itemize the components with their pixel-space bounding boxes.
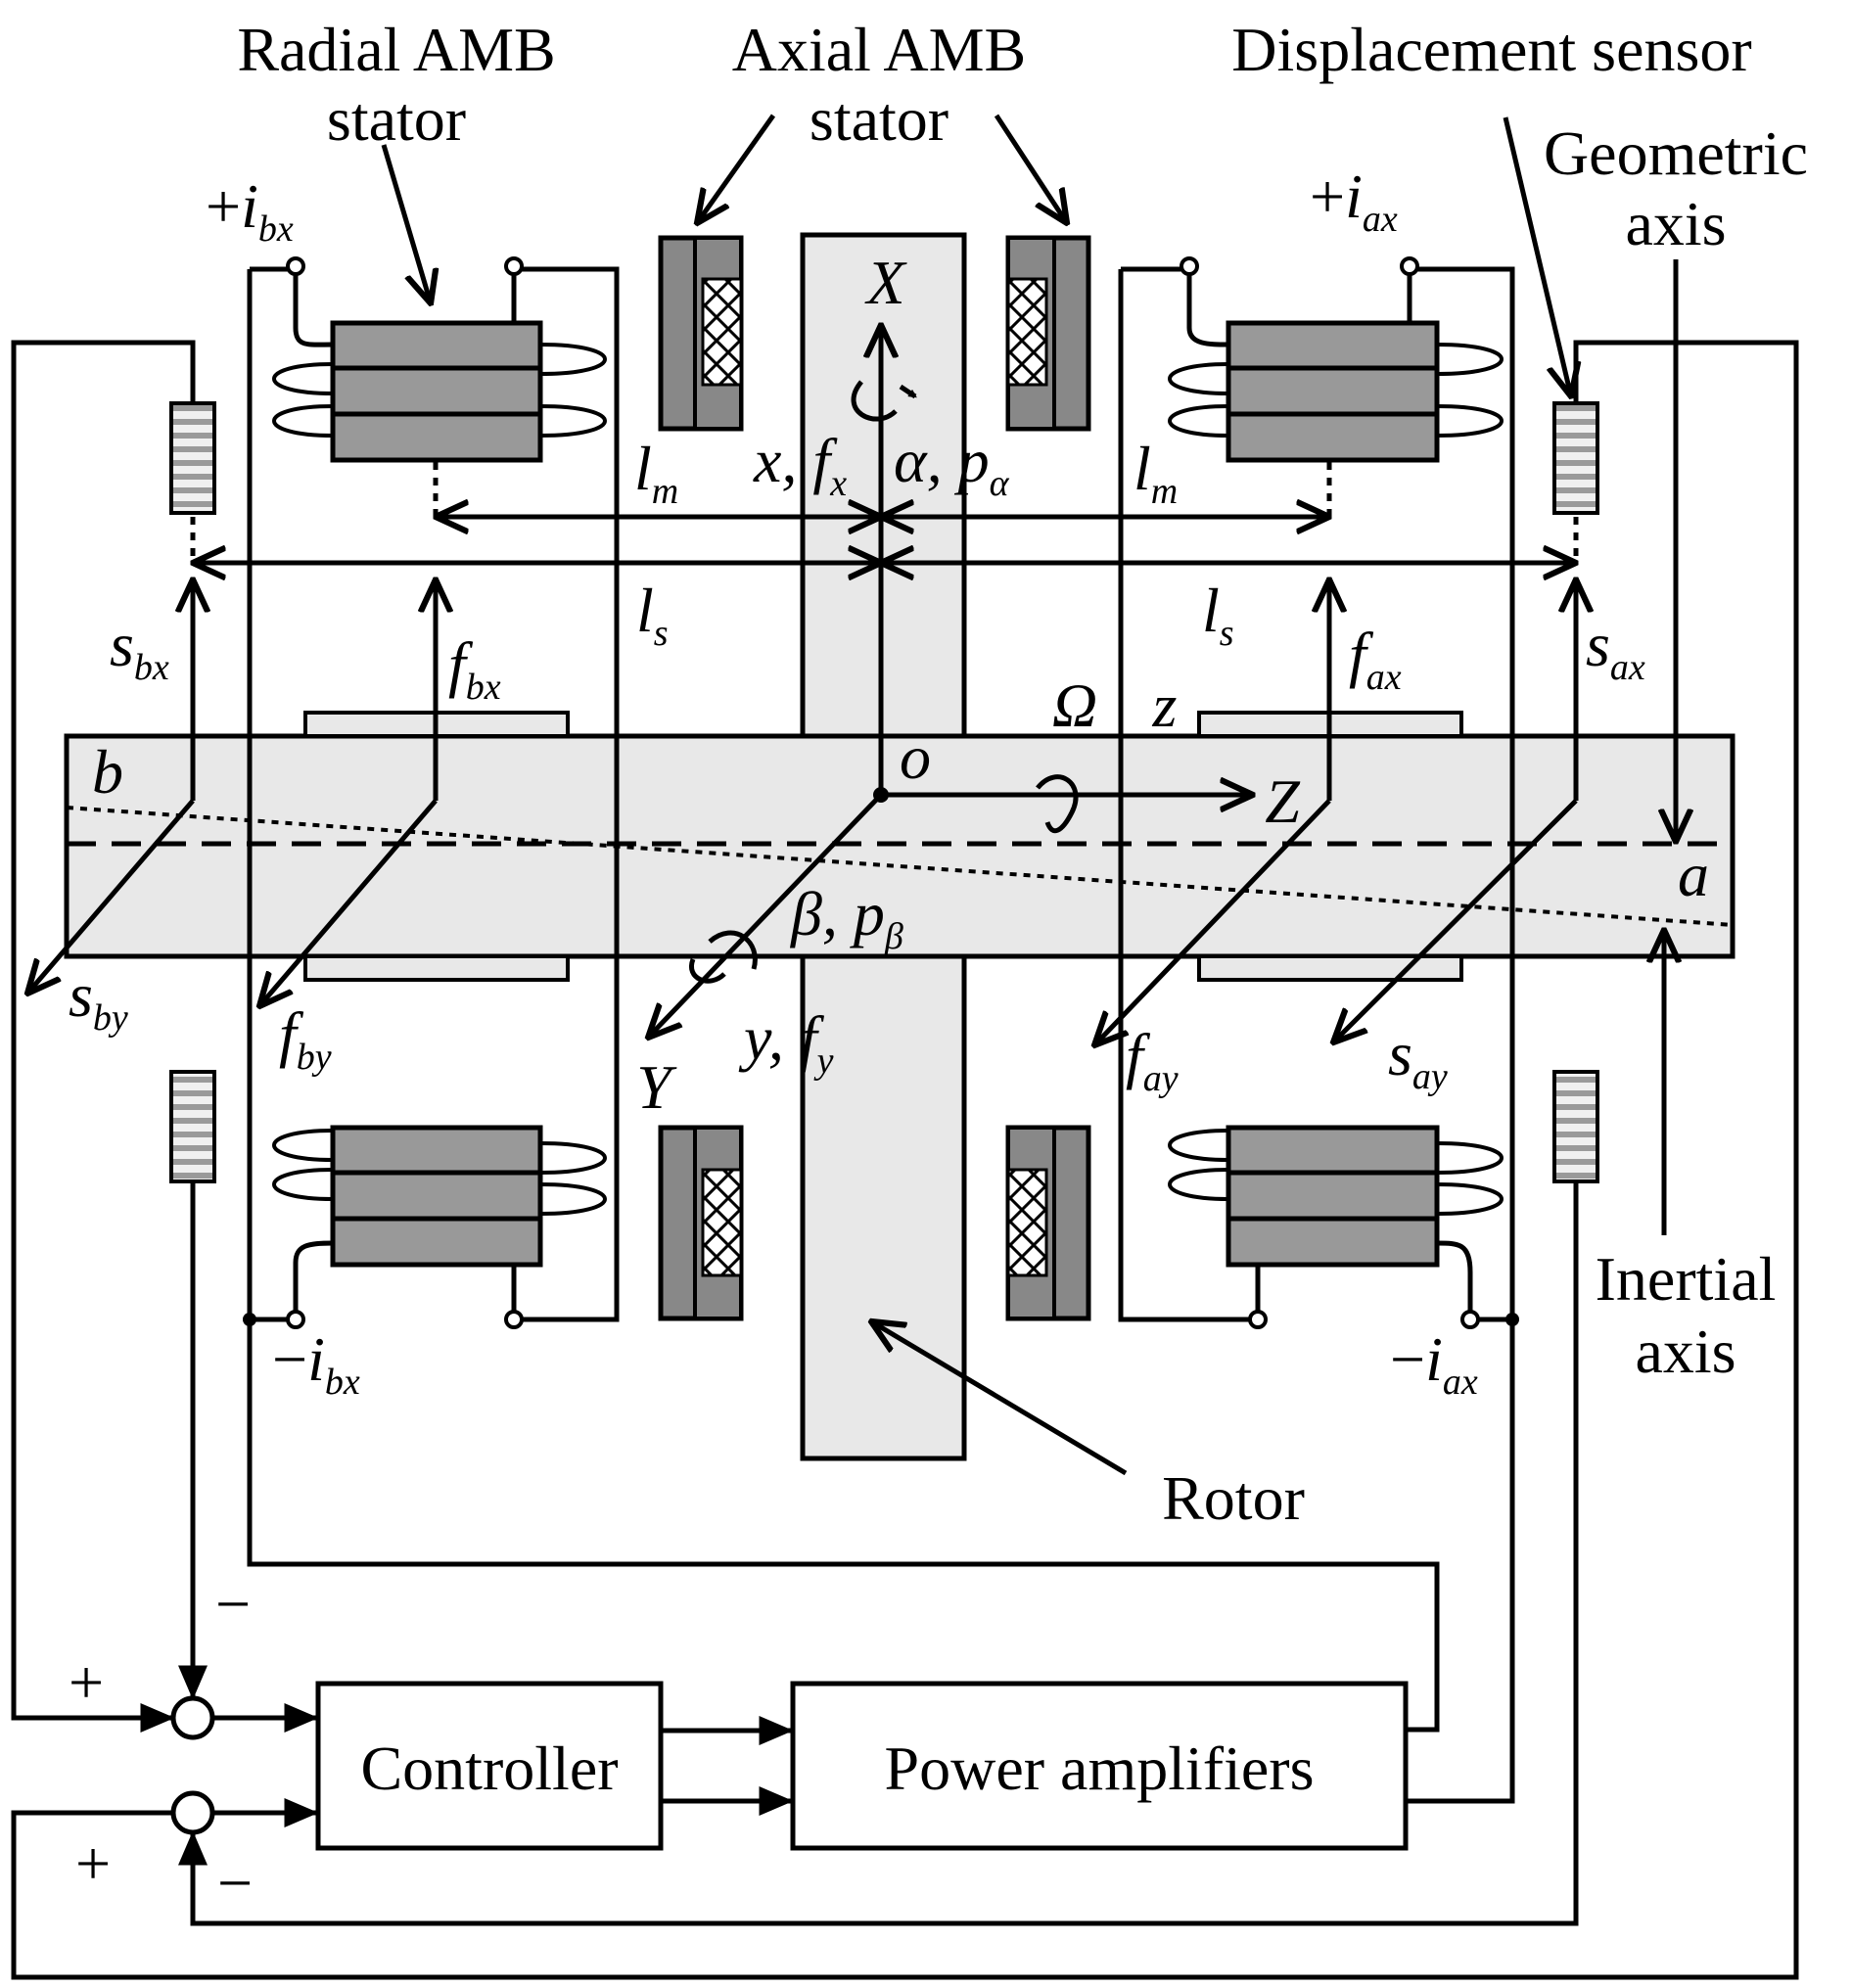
label-controller: Controller — [360, 1734, 618, 1803]
symbol-fay: fay — [1126, 1021, 1179, 1099]
label-rotor: Rotor — [1162, 1463, 1305, 1533]
current-minus-ibx: −ibx — [272, 1324, 360, 1403]
label-geometric-axis: Geometric axis — [1544, 118, 1808, 258]
sign-minus-bottom: − — [217, 1848, 253, 1918]
current-plus-ibx: +ibx — [206, 171, 294, 250]
symbol-Y: Y — [636, 1052, 677, 1122]
axial-amb-bottom-right — [1005, 1125, 1091, 1321]
label-power-amplifiers: Power amplifiers — [885, 1734, 1315, 1803]
symbol-sax: sax — [1586, 610, 1645, 688]
terminals — [243, 256, 1519, 1329]
rotation-arrows — [689, 380, 1079, 984]
controller-block — [315, 1681, 664, 1851]
axial-amb-top-right — [1005, 235, 1091, 432]
axial-amb-bottom-left — [658, 1125, 744, 1321]
svg-text:axis: axis — [1625, 189, 1726, 258]
label-radial-amb-stator: Radial AMB stator — [237, 15, 555, 154]
sign-plus-bottom: + — [75, 1828, 111, 1898]
symbol-x-fx: x, fx — [753, 426, 847, 504]
sensor-bottom-left — [169, 1070, 216, 1183]
sensor-top-left — [169, 401, 216, 515]
symbol-Z: Z — [1265, 766, 1301, 836]
symbol-alpha-p: α, pα — [894, 426, 1010, 504]
symbol-y-fy: y, fy — [738, 1003, 834, 1082]
signal-arrows — [14, 1664, 794, 1866]
origin-point — [873, 787, 889, 803]
sign-minus-top: − — [215, 1569, 251, 1639]
summing-junction-top — [170, 1695, 215, 1740]
svg-text:Axial AMB: Axial AMB — [732, 15, 1026, 84]
power-amplifiers-block — [790, 1681, 1409, 1851]
symbol-a: a — [1678, 840, 1709, 909]
symbol-lm-left: lm — [634, 434, 678, 512]
svg-text:Inertial: Inertial — [1596, 1244, 1777, 1314]
radial-amb-top-right — [1168, 320, 1504, 463]
symbol-b: b — [92, 737, 123, 807]
symbol-beta-p: β, pβ — [789, 879, 903, 957]
radial-amb-bottom-left — [272, 1125, 607, 1268]
axial-amb-top-left — [658, 235, 744, 432]
svg-text:Geometric: Geometric — [1544, 118, 1808, 188]
symbol-ls-left: ls — [636, 576, 669, 654]
symbol-omega: Ω — [1052, 670, 1097, 740]
symbol-z: z — [1152, 670, 1178, 740]
symbol-fax: fax — [1349, 620, 1402, 698]
label-displacement-sensor: Displacement sensor — [1231, 15, 1751, 84]
svg-text:axis: axis — [1635, 1317, 1735, 1386]
symbol-sbx: sbx — [110, 610, 169, 688]
sensor-bottom-right — [1552, 1070, 1599, 1183]
svg-text:stator: stator — [327, 84, 466, 154]
axial-disk-bottom — [800, 951, 967, 1461]
symbol-fbx: fbx — [448, 629, 501, 708]
svg-text:Radial AMB: Radial AMB — [237, 15, 555, 84]
right-journal-bottom — [1197, 954, 1463, 982]
current-minus-iax: −iax — [1390, 1324, 1478, 1403]
radial-amb-bottom-right — [1168, 1125, 1504, 1268]
symbol-fby: fby — [279, 999, 332, 1078]
left-journal-bottom — [303, 954, 570, 982]
sign-plus-top: + — [69, 1647, 104, 1717]
current-plus-iax: +iax — [1310, 162, 1398, 240]
sensor-top-right — [1552, 401, 1599, 515]
measurement-arrows — [27, 114, 1676, 1476]
svg-text:stator: stator — [810, 84, 949, 154]
symbol-sby: sby — [69, 960, 128, 1039]
symbol-ls-right: ls — [1202, 576, 1234, 654]
label-axial-amb-stator: Axial AMB stator — [732, 15, 1026, 154]
label-inertial-axis: Inertial axis — [1596, 1244, 1777, 1386]
symbol-X: X — [863, 248, 907, 317]
symbol-o: o — [900, 722, 931, 792]
summing-junction-bottom — [170, 1790, 215, 1835]
symbol-lm-right: lm — [1134, 434, 1178, 512]
inertial-axis-line — [66, 806, 1734, 927]
radial-amb-top-left — [272, 320, 607, 463]
symbol-say: say — [1388, 1019, 1448, 1097]
